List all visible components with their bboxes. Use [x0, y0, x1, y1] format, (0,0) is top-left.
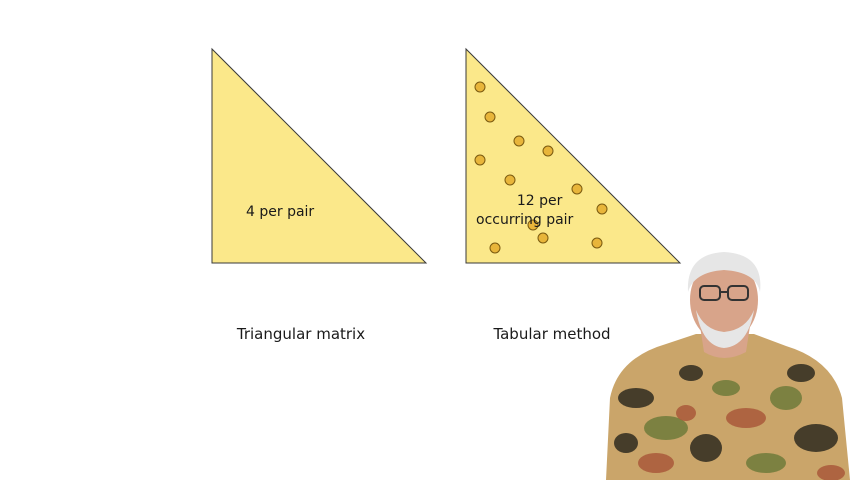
pair-dot — [596, 203, 608, 215]
shirt-leaf-shape — [614, 433, 638, 453]
pair-dot — [537, 232, 549, 244]
tabular-method-caption: Tabular method — [493, 325, 611, 343]
occurring-pair-dots — [474, 81, 608, 254]
shirt-leaf-shape — [746, 453, 786, 473]
presenter-beard — [696, 310, 754, 348]
shirt-leaf-shape — [618, 388, 654, 408]
shirt-leaf-shape — [787, 364, 815, 382]
pair-dot — [484, 111, 496, 123]
presenter-head — [690, 258, 758, 342]
shirt-pattern — [614, 364, 845, 480]
pair-dot — [489, 242, 501, 254]
pair-dot — [542, 145, 554, 157]
pair-dot — [474, 154, 486, 166]
shirt-leaf-shape — [726, 408, 766, 428]
shirt-leaf-shape — [770, 386, 802, 410]
right-inner-text-line1: 12 per — [516, 193, 563, 209]
pair-dot — [527, 219, 539, 231]
shirt-leaf-shape — [817, 465, 845, 480]
right-inner-text-line2: occurring pair — [476, 212, 574, 228]
left-inner-text: 4 per pair — [246, 204, 315, 220]
triangular-matrix-caption: Triangular matrix — [236, 325, 366, 343]
presenter-video — [606, 252, 850, 480]
pair-dot — [504, 174, 516, 186]
glasses-icon — [699, 285, 749, 301]
shirt-leaf-shape — [712, 380, 740, 396]
pair-dot — [571, 183, 583, 195]
shirt-leaf-shape — [676, 405, 696, 421]
triangular-matrix-shape — [211, 47, 428, 264]
shirt-leaf-shape — [690, 434, 722, 462]
shirt-leaf-shape — [644, 416, 688, 440]
pair-dot — [591, 237, 603, 249]
shirt-leaf-shape — [638, 453, 674, 473]
pair-dot — [474, 81, 486, 93]
pair-dot — [513, 135, 525, 147]
shirt-leaf-shape — [679, 365, 703, 381]
tabular-method-shape — [465, 47, 682, 264]
presenter-hair — [687, 252, 761, 292]
shirt-leaf-shape — [794, 424, 838, 452]
right-inner-text: 12 per occurring pair — [476, 192, 573, 230]
